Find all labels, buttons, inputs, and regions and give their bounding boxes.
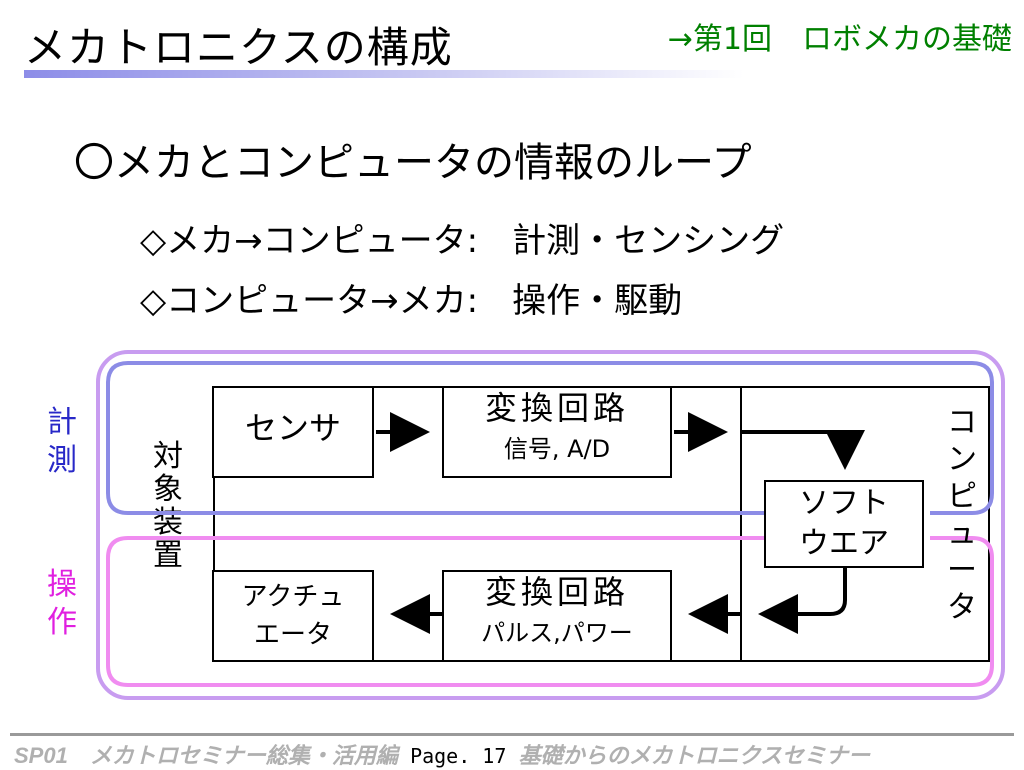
converter-bottom-title: 変換回路 bbox=[484, 573, 629, 611]
footer-divider bbox=[10, 733, 1014, 736]
converter-bottom-box bbox=[442, 570, 672, 662]
object-device-column bbox=[120, 386, 215, 662]
computer-label: コ ン ピ ュ ー タ bbox=[947, 405, 977, 625]
arrow-out-of-software bbox=[758, 568, 847, 634]
footer: SP01 メカトロセミナー総集・活用編 Page. 17 基礎からのメカトロニク… bbox=[14, 738, 870, 770]
slide-title: メカトロニクスの構成 bbox=[24, 23, 453, 72]
software-label: ソフト ウエア bbox=[799, 486, 889, 561]
measure-loop bbox=[106, 361, 994, 515]
arrow-into-software bbox=[742, 430, 865, 470]
measure-side-label: 計 測 bbox=[47, 405, 77, 478]
sensor-label: センサ bbox=[244, 409, 341, 447]
page-number: Page. 17 bbox=[410, 744, 507, 768]
converter-top-detail: 信号, A/D bbox=[503, 435, 611, 463]
software-box bbox=[764, 480, 924, 568]
lecture-reference: →第1回 ロボメカの基礎 bbox=[667, 22, 1012, 57]
actuator-box bbox=[212, 570, 374, 662]
converter-top-box bbox=[442, 386, 672, 478]
footer-seminar-title: SP01 メカトロセミナー総集・活用編 bbox=[14, 743, 398, 768]
converter-top-title: 変換回路 bbox=[484, 389, 629, 427]
title-underline bbox=[24, 70, 744, 78]
bullet-operate: ◇コンピュータ→メカ: 操作・駆動 bbox=[140, 281, 683, 321]
outer-loop bbox=[96, 350, 1005, 700]
footer-series-title: 基礎からのメカトロニクスセミナー bbox=[518, 743, 870, 768]
section-heading: 〇メカとコンピュータの情報のループ bbox=[74, 140, 752, 186]
converter-bottom-detail: パルス,パワー bbox=[481, 619, 633, 647]
operate-loop bbox=[106, 536, 994, 687]
actuator-label: アクチュ エータ bbox=[241, 582, 345, 650]
sensor-box bbox=[212, 386, 374, 478]
bullet-measure: ◇メカ→コンピュータ: 計測・センシング bbox=[140, 221, 785, 261]
operate-side-label: 操 作 bbox=[47, 567, 77, 640]
